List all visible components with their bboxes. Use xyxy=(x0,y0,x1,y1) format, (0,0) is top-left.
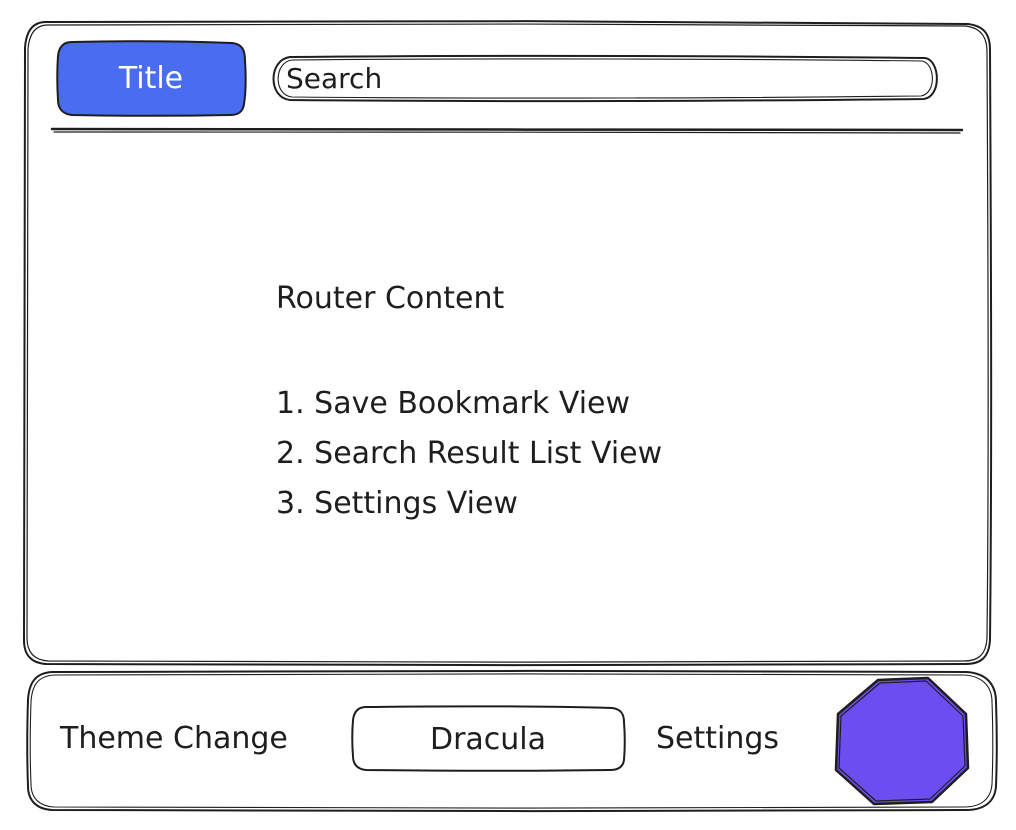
search-placeholder: Search xyxy=(286,61,383,95)
title-button[interactable]: Title xyxy=(58,42,244,114)
search-field-border xyxy=(272,54,938,103)
route-view-item-settings: 3. Settings View xyxy=(276,486,518,521)
search-input[interactable]: Search xyxy=(272,56,938,100)
route-view-item-bookmark: 1. Save Bookmark View xyxy=(276,386,631,421)
footer-border xyxy=(26,669,998,813)
title-button-label: Title xyxy=(118,60,184,96)
route-view-item-search-results: 2. Search Result List View xyxy=(276,436,663,471)
settings-label: Settings xyxy=(656,721,780,756)
router-content-heading: Router Content xyxy=(276,281,505,316)
theme-select[interactable]: Dracula xyxy=(352,708,624,770)
title-button-shape xyxy=(56,40,247,117)
theme-select-value: Dracula xyxy=(429,721,547,757)
main-window-border xyxy=(22,19,993,667)
theme-select-shape xyxy=(351,705,626,772)
route-view-list: 1. Save Bookmark View 2. Search Result L… xyxy=(276,384,662,534)
octagon-shape-icon xyxy=(834,676,970,806)
header-divider xyxy=(50,127,964,132)
theme-change-label: Theme Change xyxy=(60,721,288,756)
settings-button[interactable] xyxy=(832,674,972,808)
